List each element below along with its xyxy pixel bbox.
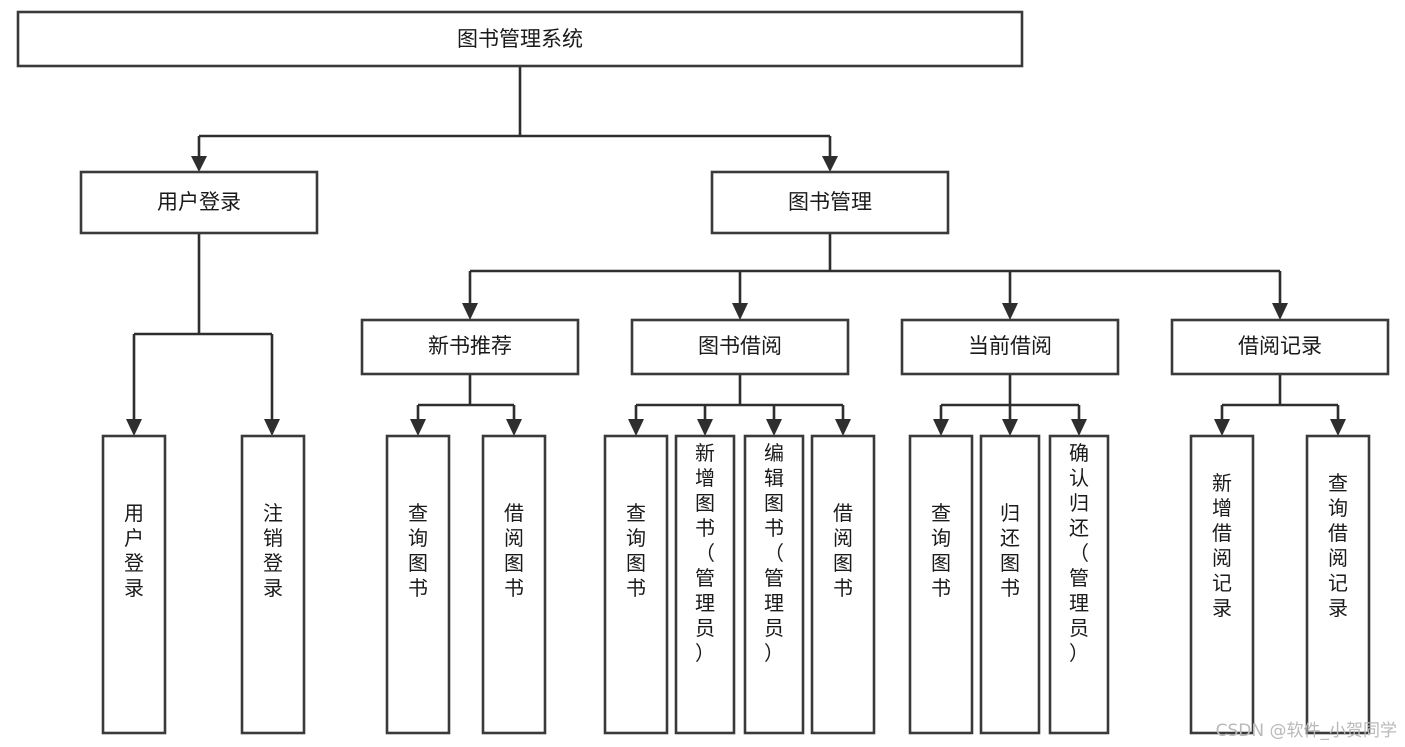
arrow-currentborrow-leaf2 (1002, 419, 1018, 436)
leaf-current-query[interactable]: 查询图书 (908, 434, 974, 735)
leaf-current-query-label: 查询图书 (931, 501, 951, 600)
leaf-record-query[interactable]: 查询借阅记录 (1305, 434, 1371, 735)
arrow-leaf-logout (264, 419, 280, 436)
node-root[interactable]: 图书管理系统 (16, 10, 1024, 68)
arrow-leaf-user-login (126, 419, 142, 436)
leaf-borrow-query-label: 查询图书 (626, 501, 646, 600)
root-label: 图书管理系统 (457, 27, 583, 51)
arrow-newbook-leaf1 (410, 419, 426, 436)
leaf-borrow-query[interactable]: 查询图书 (603, 434, 669, 735)
arrow-borrowrecord-leaf1 (1214, 419, 1230, 436)
user-login-box[interactable] (79, 170, 319, 235)
root-box[interactable] (16, 10, 1024, 68)
leaf-current-return-box[interactable] (979, 434, 1041, 735)
leaf-borrow-add-label: 新增图书（管理员） (695, 441, 715, 665)
borrow-record-label: 借阅记录 (1238, 334, 1322, 358)
leaf-current-confirm-label: 确认归还（管理员） (1069, 441, 1089, 665)
leaf-current-confirm[interactable]: 确认归还（管理员） (1048, 434, 1110, 735)
leaf-newbook-borrow[interactable]: 借阅图书 (481, 434, 547, 735)
arrow-to-current-borrow (1002, 303, 1018, 320)
leaf-logout-box[interactable] (240, 434, 306, 735)
arrow-bookborrow-leaf4 (835, 419, 851, 436)
leaf-logout[interactable]: 注销登录 (240, 434, 306, 735)
new-book-recommend-box[interactable] (360, 318, 580, 376)
current-borrow-box[interactable] (900, 318, 1120, 376)
leaf-borrow-query-box[interactable] (603, 434, 669, 735)
node-current-borrow[interactable]: 当前借阅 (900, 318, 1120, 376)
leaf-borrow-edit-box[interactable] (743, 434, 805, 735)
leaf-newbook-query-box[interactable] (385, 434, 451, 735)
node-borrow-record[interactable]: 借阅记录 (1170, 318, 1390, 376)
leaf-record-add-label: 新增借阅记录 (1212, 471, 1232, 620)
leaf-user-login-box[interactable] (101, 434, 167, 735)
leaf-borrow-book-box[interactable] (810, 434, 876, 735)
leaf-borrow-book[interactable]: 借阅图书 (810, 434, 876, 735)
arrow-to-user-login (191, 156, 207, 172)
current-borrow-label: 当前借阅 (968, 334, 1052, 358)
arrow-borrowrecord-leaf2 (1330, 419, 1346, 436)
arrow-to-book-manage (822, 156, 838, 172)
node-book-borrow[interactable]: 图书借阅 (630, 318, 850, 376)
borrow-record-box[interactable] (1170, 318, 1390, 376)
book-management-label: 图书管理 (788, 190, 872, 214)
leaf-current-query-box[interactable] (908, 434, 974, 735)
arrow-currentborrow-leaf1 (933, 419, 949, 436)
leaf-newbook-query-label: 查询图书 (408, 501, 428, 600)
csdn-watermark: CSDN @软件_小贺同学 (1215, 721, 1397, 741)
leaf-newbook-query[interactable]: 查询图书 (385, 434, 451, 735)
user-login-label: 用户登录 (157, 190, 241, 214)
book-borrow-box[interactable] (630, 318, 850, 376)
leaf-borrow-book-label: 借阅图书 (833, 501, 853, 600)
leaf-record-query-box[interactable] (1305, 434, 1371, 735)
leaf-record-add[interactable]: 新增借阅记录 (1189, 434, 1255, 735)
node-new-book-recommend[interactable]: 新书推荐 (360, 318, 580, 376)
arrow-newbook-leaf2 (506, 419, 522, 436)
leaf-user-login[interactable]: 用户登录 (101, 434, 167, 735)
leaf-current-return[interactable]: 归还图书 (979, 434, 1041, 735)
arrow-bookborrow-leaf2 (697, 419, 713, 436)
arrow-to-borrow-record (1272, 303, 1288, 320)
leaf-borrow-edit[interactable]: 编辑图书（管理员） (743, 434, 805, 735)
leaf-borrow-edit-label: 编辑图书（管理员） (764, 441, 784, 665)
leaf-borrow-add[interactable]: 新增图书（管理员） (674, 434, 736, 735)
arrow-bookborrow-leaf3 (766, 419, 782, 436)
arrow-to-book-borrow (732, 303, 748, 320)
leaf-borrow-add-box[interactable] (674, 434, 736, 735)
new-book-recommend-label: 新书推荐 (428, 334, 512, 358)
arrow-currentborrow-leaf3 (1071, 419, 1087, 436)
leaf-newbook-borrow-label: 借阅图书 (504, 501, 524, 600)
arrow-bookborrow-leaf1 (628, 419, 644, 436)
edges-layer (126, 66, 1346, 436)
node-user-login[interactable]: 用户登录 (79, 170, 319, 235)
leaf-user-login-label: 用户登录 (124, 501, 144, 600)
arrow-to-new-book (462, 303, 478, 320)
book-management-box[interactable] (710, 170, 950, 235)
book-borrow-label: 图书借阅 (698, 334, 782, 358)
leaf-record-add-box[interactable] (1189, 434, 1255, 735)
leaf-newbook-borrow-box[interactable] (481, 434, 547, 735)
leaf-logout-label: 注销登录 (263, 501, 283, 600)
leaf-current-return-label: 归还图书 (1000, 501, 1020, 600)
leaf-current-confirm-box[interactable] (1048, 434, 1110, 735)
leaf-record-query-label: 查询借阅记录 (1328, 471, 1348, 620)
node-book-management[interactable]: 图书管理 (710, 170, 950, 235)
